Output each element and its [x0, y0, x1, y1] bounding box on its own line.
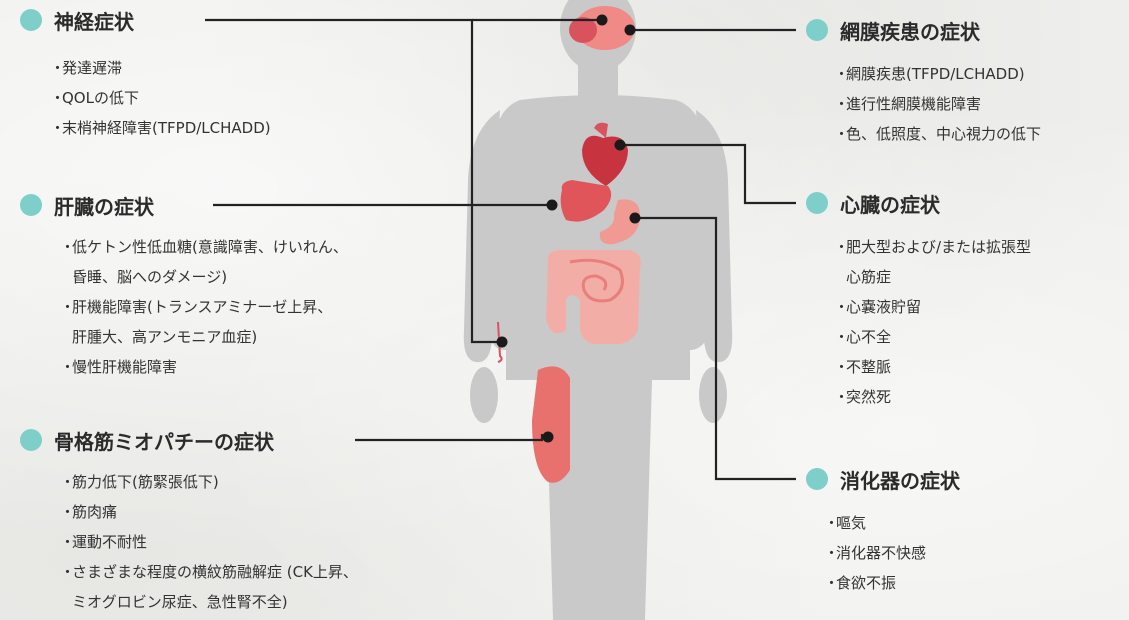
list-item: ・不整脈 [834, 358, 892, 376]
list-item: ・さまざまな程度の横紋筋融解症 (CK上昇、ミオグロビン尿症、急性腎不全) [60, 563, 358, 611]
intestines-shape [546, 250, 641, 345]
muscle-heading-text: 骨格筋ミオパチーの症状 [54, 429, 274, 454]
list-item: ・QOLの低下 [50, 89, 139, 107]
eye-dot [624, 24, 636, 36]
list-item: ・嘔気 [824, 514, 867, 532]
retina-section: 網膜疾患の症状 ・網膜疾患(TFPD/LCHADD) ・進行性網膜機能障害 ・色… [806, 13, 1041, 149]
neuro-heading: 神経症状 [20, 3, 271, 37]
list-item: ・肥大型および/または拡張型心筋症 [834, 238, 1032, 286]
thigh-dot [542, 431, 554, 443]
digestive-dot-icon [806, 468, 828, 490]
liver-section: 肝臓の症状 ・低ケトン性低血糖(意識障害、けいれん、昏睡、脳へのダメージ) ・肝… [20, 188, 348, 382]
liver-shape [560, 180, 612, 222]
connector-dots [496, 14, 641, 443]
wrist-dot [496, 336, 508, 348]
body-silhouette [463, 0, 733, 620]
heart-dot-icon [806, 192, 828, 214]
digestive-section: 消化器の症状 ・嘔気 ・消化器不快感 ・食欲不振 [806, 462, 960, 598]
list-item: ・運動不耐性 [60, 533, 148, 551]
wrist-vessel-shape [497, 321, 503, 363]
list-item: ・心嚢液貯留 [834, 298, 922, 316]
connector-lines [205, 18, 796, 481]
heart-section: 心臓の症状 ・肥大型および/または拡張型心筋症 ・心嚢液貯留 ・心不全 ・不整脈… [806, 186, 1031, 412]
stomach-shape [599, 199, 640, 245]
list-item: ・網膜疾患(TFPD/LCHADD) [834, 65, 1025, 83]
liver-dot [546, 199, 558, 211]
neuro-dot-icon [20, 9, 42, 31]
eye-shape [569, 17, 597, 43]
neuro-section: 神経症状 ・発達遅滞 ・QOLの低下 ・末梢神経障害(TFPD/LCHADD) [20, 3, 271, 143]
list-item: ・心不全 [834, 328, 892, 346]
thigh-muscle-shape [532, 366, 570, 483]
brain-dot [596, 14, 608, 26]
muscle-dot-icon [20, 429, 42, 451]
list-item: ・筋力低下(筋緊張低下) [60, 473, 219, 491]
liver-dot-icon [20, 194, 42, 216]
list-item: ・突然死 [834, 388, 892, 406]
heart-dot [614, 139, 626, 151]
list-item: ・食欲不振 [824, 574, 897, 592]
muscle-heading: 骨格筋ミオパチーの症状 [20, 423, 358, 457]
list-item: ・進行性網膜機能障害 [834, 95, 982, 113]
stomach-dot [629, 212, 641, 224]
list-item: ・末梢神経障害(TFPD/LCHADD) [50, 119, 271, 137]
heart-list: ・肥大型および/または拡張型心筋症 ・心嚢液貯留 ・心不全 ・不整脈 ・突然死 [834, 232, 1032, 412]
retina-list: ・網膜疾患(TFPD/LCHADD) ・進行性網膜機能障害 ・色、低照度、中心視… [834, 59, 1042, 149]
liver-heading: 肝臓の症状 [20, 188, 348, 222]
digestive-heading: 消化器の症状 [806, 462, 960, 496]
list-item: ・低ケトン性低血糖(意識障害、けいれん、昏睡、脳へのダメージ) [60, 238, 348, 286]
list-item: ・色、低照度、中心視力の低下 [834, 125, 1042, 143]
aorta-shape [594, 122, 608, 138]
retina-heading-text: 網膜疾患の症状 [840, 19, 980, 44]
digestive-list: ・嘔気 ・消化器不快感 ・食欲不振 [824, 508, 960, 598]
neuro-list: ・発達遅滞 ・QOLの低下 ・末梢神経障害(TFPD/LCHADD) [50, 53, 271, 143]
organs [497, 6, 641, 483]
liver-list: ・低ケトン性低血糖(意識障害、けいれん、昏睡、脳へのダメージ) ・肝機能障害(ト… [60, 232, 348, 382]
muscle-list: ・筋力低下(筋緊張低下) ・筋肉痛 ・運動不耐性 ・さまざまな程度の横紋筋融解症… [60, 467, 358, 617]
list-item: ・肝機能障害(トランスアミナーゼ上昇、肝腫大、高アンモニア血症) [60, 298, 333, 346]
list-item: ・発達遅滞 [50, 59, 123, 77]
list-item: ・慢性肝機能障害 [60, 358, 178, 376]
heart-heading: 心臓の症状 [806, 186, 1031, 220]
retina-dot-icon [806, 19, 828, 41]
heart-heading-text: 心臓の症状 [840, 192, 940, 217]
small-intestine-shape [569, 258, 624, 303]
list-item: ・消化器不快感 [824, 544, 927, 562]
list-item: ・筋肉痛 [60, 503, 118, 521]
muscle-section: 骨格筋ミオパチーの症状 ・筋力低下(筋緊張低下) ・筋肉痛 ・運動不耐性 ・さま… [20, 423, 358, 617]
digestive-heading-text: 消化器の症状 [840, 468, 960, 493]
neuro-heading-text: 神経症状 [54, 9, 134, 34]
retina-heading: 網膜疾患の症状 [806, 13, 1041, 47]
liver-heading-text: 肝臓の症状 [54, 194, 154, 219]
